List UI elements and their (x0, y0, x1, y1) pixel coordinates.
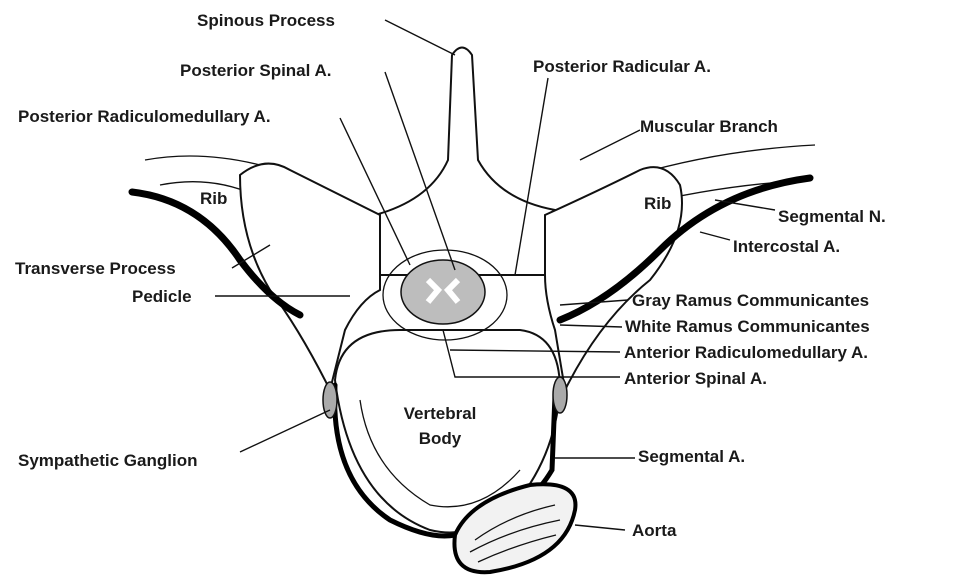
label-rib-left: Rib (200, 190, 227, 207)
label-muscular-branch: Muscular Branch (640, 118, 778, 135)
label-rib-right: Rib (644, 195, 671, 212)
label-transverse-process: Transverse Process (15, 260, 176, 277)
label-spinous-process: Spinous Process (197, 12, 335, 29)
spinal-cord (401, 260, 485, 324)
label-segmental-a: Segmental A. (638, 448, 745, 465)
label-white-ramus-communicantes: White Ramus Communicantes (625, 318, 870, 335)
label-intercostal-a: Intercostal A. (733, 238, 840, 255)
label-posterior-spinal-a: Posterior Spinal A. (180, 62, 331, 79)
label-anterior-radiculomedullary-a: Anterior Radiculomedullary A. (624, 344, 868, 361)
right-sympathetic-ganglion (553, 377, 567, 413)
label-gray-ramus-communicantes: Gray Ramus Communicantes (632, 292, 869, 309)
label-vertebral-body-line2: Body (395, 430, 485, 447)
label-segmental-n: Segmental N. (778, 208, 886, 225)
label-anterior-spinal-a: Anterior Spinal A. (624, 370, 767, 387)
label-vertebral-body-line1: Vertebral (395, 405, 485, 422)
label-pedicle: Pedicle (132, 288, 192, 305)
label-posterior-radiculomedullary-a: Posterior Radiculomedullary A. (18, 108, 271, 125)
label-sympathetic-ganglion: Sympathetic Ganglion (18, 452, 197, 469)
spinous-process (375, 48, 555, 276)
label-posterior-radicular-a: Posterior Radicular A. (533, 58, 711, 75)
label-aorta: Aorta (632, 522, 676, 539)
